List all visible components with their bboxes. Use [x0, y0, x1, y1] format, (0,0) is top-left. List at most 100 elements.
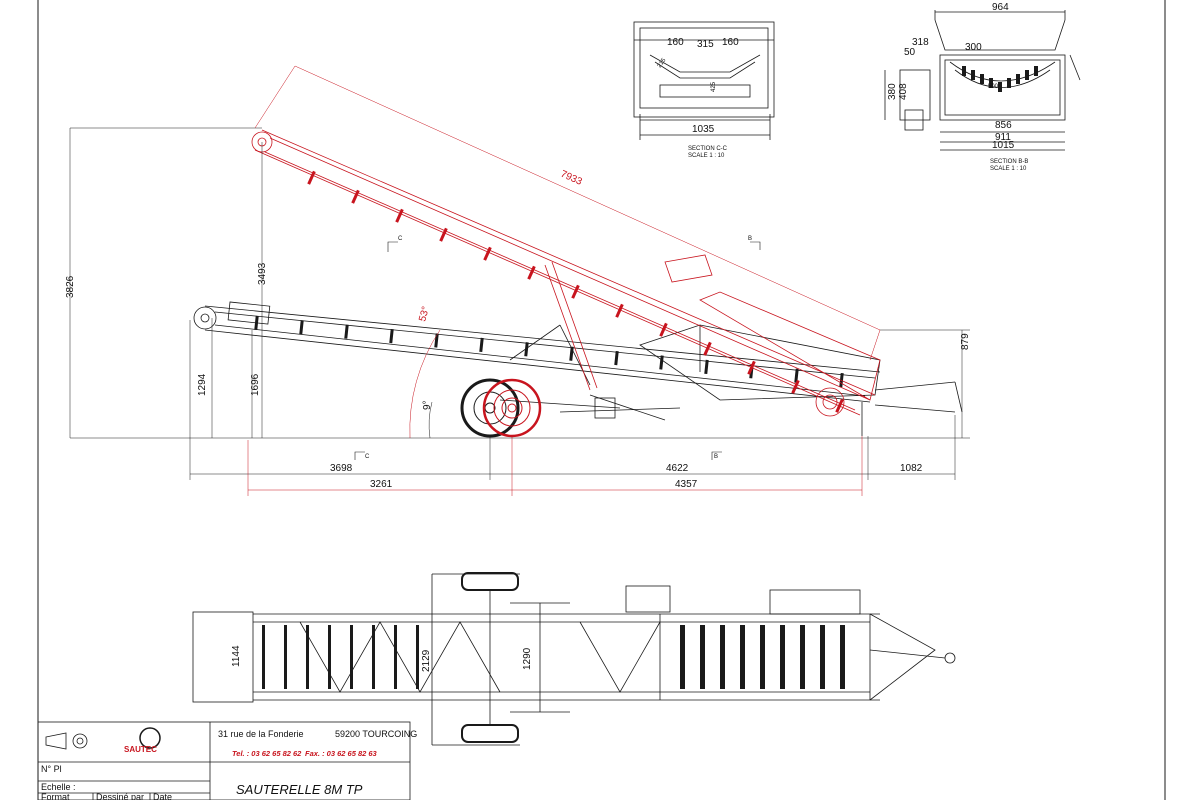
bb-dim-300: 300 [965, 42, 982, 53]
bb-dim-318: 318 [912, 37, 929, 48]
company-address: 31 rue de la Fonderie [218, 729, 304, 739]
bb-idler [1016, 74, 1020, 84]
section-marker-b-lower: B [714, 454, 718, 460]
plan-idler [328, 625, 331, 689]
side-view: 3826 3493 7933 53° 9° 1294 1696 879 3698… [65, 65, 971, 496]
bb-idler [971, 70, 975, 80]
section-bb-view: 964 318 50 300 500 380 408 856 911 1015 … [884, 2, 1081, 172]
plan-view: 1144 2129 1290 [192, 572, 956, 746]
projection-symbol [45, 732, 88, 750]
plan-number-label: N° Pl [41, 764, 62, 774]
lower-idler [299, 320, 304, 335]
scale-label: Echelle : [41, 782, 76, 792]
upper-idler [703, 341, 712, 356]
upper-idler [835, 398, 844, 413]
cc-caption: SECTION C-C [688, 146, 728, 152]
dim-len-front: 4622 [666, 463, 689, 474]
section-marker-c-upper: C [398, 236, 403, 242]
bb-caption: SECTION B-B [990, 159, 1028, 165]
dim-len-rear-red: 3261 [370, 479, 393, 490]
lower-idler [254, 315, 259, 331]
cc-dim-215: 215 [657, 57, 668, 69]
dim-hitch-height: 879 [960, 333, 971, 350]
plan-idler [700, 625, 705, 689]
lower-idler [614, 350, 619, 366]
bb-dim-911: 911 [995, 132, 1011, 143]
bb-idler [980, 74, 984, 84]
dim-len-hitch: 1082 [900, 463, 923, 474]
dim-lower-angle: 9° [422, 400, 433, 410]
upper-idlers [307, 170, 844, 413]
section-marker-b-upper: B [748, 236, 752, 242]
bb-idler-rollers [962, 66, 1038, 92]
svg-text:SAUTEC: SAUTEC [124, 745, 157, 754]
upper-idler [791, 379, 800, 394]
upper-idler [571, 284, 580, 299]
format-label: Format [41, 792, 70, 800]
plan-idler [416, 625, 419, 689]
section-marker-c-lower: C [365, 454, 370, 460]
bb-dim-408: 408 [898, 83, 909, 100]
dim-len-front-red: 4357 [675, 479, 698, 490]
bb-dim-500: 500 [988, 84, 999, 90]
section-cc-view: 315 160 160 215 425 1035 SECTION C-C SCA… [633, 21, 775, 159]
lower-idler [524, 342, 529, 357]
dim-lower-height-1: 1294 [197, 373, 208, 396]
upper-idler [527, 265, 536, 280]
drawn-by-label: Dessiné par [96, 792, 144, 800]
lower-idlers [254, 315, 844, 388]
cc-dim-1035: 1035 [692, 124, 715, 135]
plan-idler [394, 625, 397, 689]
cc-dim-160-left: 160 [667, 37, 684, 48]
plan-idler [740, 625, 745, 689]
dimension-lines [69, 127, 970, 480]
lower-conveyor [193, 301, 963, 436]
lower-idler [794, 368, 799, 383]
upper-idler [351, 189, 360, 204]
plan-idler [284, 625, 287, 689]
upper-idler [307, 170, 316, 185]
bb-dim-964: 964 [992, 2, 1009, 13]
upper-idler [483, 246, 492, 261]
plan-idler [306, 625, 309, 689]
bb-dim-856: 856 [995, 120, 1012, 131]
upper-idler [615, 303, 624, 318]
bb-dim-380: 380 [887, 83, 898, 100]
plan-dim-1290: 1290 [522, 647, 533, 670]
section-markers [354, 241, 761, 460]
upper-conveyor [251, 129, 881, 417]
bb-idler [1034, 66, 1038, 76]
sheet-border [37, 0, 1166, 800]
upper-idler [395, 208, 404, 223]
plan-idler [680, 625, 685, 689]
bb-idler [1025, 70, 1029, 80]
dim-overall-height: 3826 [65, 275, 76, 298]
company-logo: SAUTEC [124, 727, 161, 754]
bb-idler [962, 66, 966, 76]
plan-idlers [262, 625, 845, 689]
wheel-black [460, 378, 520, 438]
upper-idler [439, 227, 448, 242]
dim-boom-length: 7933 [559, 169, 584, 188]
cc-dim-425: 425 [711, 81, 717, 92]
date-label: Date [153, 792, 172, 800]
cc-scale: SCALE 1 : 10 [688, 153, 725, 159]
lower-idler [479, 337, 484, 353]
cc-dim-160-right: 160 [722, 37, 739, 48]
plan-idler [840, 625, 845, 689]
dim-upper-angle: 53° [417, 305, 432, 322]
plan-dim-1144: 1144 [231, 645, 242, 667]
company-city: 59200 TOURCOING [335, 729, 417, 739]
lower-idler [344, 324, 349, 339]
drawing-title: SAUTERELLE 8M TP [236, 782, 363, 797]
plan-idler [780, 625, 785, 689]
angle-arc-lower [428, 401, 433, 439]
plan-idler [760, 625, 765, 689]
plan-idler [720, 625, 725, 689]
plan-idler [262, 625, 265, 689]
lower-idler [704, 359, 709, 375]
plan-wheels [461, 572, 519, 743]
bb-idler [998, 82, 1002, 92]
plan-idler [350, 625, 353, 689]
